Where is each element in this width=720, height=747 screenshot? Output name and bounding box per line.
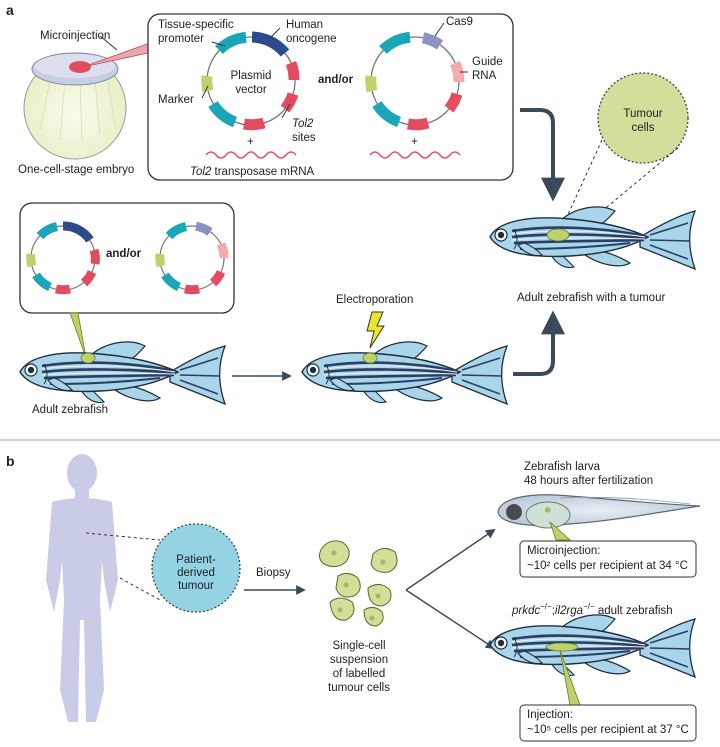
human-label: Human bbox=[286, 19, 324, 31]
lightning-icon bbox=[366, 311, 385, 349]
promoter-label: promoter bbox=[158, 33, 205, 45]
injection-box bbox=[519, 704, 697, 742]
genotype-label: prkdc−/−;il2rga−/− adult zebrafish bbox=[512, 602, 673, 617]
biopsy-label: Biopsy bbox=[256, 567, 291, 579]
one-cell-embryo bbox=[23, 52, 127, 160]
suspension-label: suspension bbox=[329, 654, 389, 666]
rna-label: RNA bbox=[472, 70, 497, 82]
tissue-specific-label: Tissue-specific bbox=[158, 19, 234, 31]
sites-label: sites bbox=[292, 132, 316, 144]
mrna-squiggle-2 bbox=[369, 151, 461, 159]
marker-label: Marker bbox=[158, 94, 194, 106]
tumour-label-b: tumour bbox=[178, 580, 214, 592]
microinjection-box bbox=[519, 540, 697, 578]
cas9-label: Cas9 bbox=[446, 16, 473, 28]
adult-zebrafish-label: Adult zebrafish bbox=[32, 404, 109, 416]
cells-label: cells bbox=[631, 122, 655, 134]
plasmid-label: Plasmid bbox=[230, 70, 272, 82]
human-silhouette bbox=[46, 454, 118, 722]
small-plasmid-1 bbox=[26, 221, 100, 295]
crispr-plasmid bbox=[365, 31, 465, 131]
plasmid-box bbox=[147, 13, 514, 181]
injection-title: Injection: bbox=[527, 709, 574, 721]
electroporation-label: Electroporation bbox=[336, 294, 414, 306]
single-cells bbox=[318, 540, 398, 627]
tumour-cells-magnified bbox=[597, 72, 689, 164]
tumour-cells-label: tumour cells bbox=[328, 682, 390, 694]
tol2-label: Tol2 bbox=[292, 118, 314, 130]
and-or-label-1: and/or bbox=[318, 74, 354, 86]
adult-zebrafish-tumour-label: Adult zebrafish with a tumour bbox=[517, 292, 666, 304]
electroporated-zebrafish bbox=[300, 340, 509, 406]
arrow-up-to-tumour bbox=[513, 310, 565, 376]
and-or-label-2: and/or bbox=[106, 248, 142, 260]
microinjection-title: Microinjection: bbox=[527, 545, 601, 557]
zebrafish-larva-label: Zebrafish larva bbox=[524, 461, 601, 473]
arrow-to-adult bbox=[405, 589, 496, 650]
hours-after-label: 48 hours after fertilization bbox=[524, 475, 654, 487]
plus-sign-2: + bbox=[411, 136, 418, 148]
injection-detail: ~10⁵ cells per recipient at 37 °C bbox=[527, 724, 689, 736]
panel-b-letter: b bbox=[6, 453, 15, 469]
tol2-mrna-squiggle bbox=[205, 151, 297, 159]
immunodeficient-zebrafish bbox=[488, 613, 697, 679]
panel-a-letter: a bbox=[6, 2, 14, 18]
one-cell-embryo-label: One-cell-stage embryo bbox=[18, 164, 135, 176]
tumour-label: Tumour bbox=[623, 108, 663, 120]
single-cell-nuclei bbox=[331, 550, 386, 621]
patient-tumour bbox=[151, 523, 241, 613]
microinjection-label: Microinjection bbox=[40, 30, 111, 42]
plus-sign-1: + bbox=[247, 136, 254, 148]
tol2-transposase-label: Tol2 transposase mRNA bbox=[190, 166, 315, 178]
arrow-to-larva bbox=[405, 528, 496, 591]
derived-label: derived bbox=[177, 567, 215, 579]
single-cell-label: Single-cell bbox=[332, 640, 386, 652]
zebrafish-with-tumour bbox=[488, 205, 697, 271]
zebrafish-larva bbox=[497, 494, 701, 529]
microinjection-detail: ~10² cells per recipient at 34 °C bbox=[527, 560, 688, 572]
small-plasmid-2 bbox=[155, 221, 229, 295]
vector-label: vector bbox=[235, 84, 267, 96]
plasmid-vector bbox=[201, 31, 300, 131]
adult-zebrafish bbox=[18, 340, 227, 406]
guide-label: Guide bbox=[472, 56, 503, 68]
patient-label: Patient- bbox=[176, 554, 216, 566]
arrow-to-tumour-fish bbox=[520, 108, 565, 202]
of-labelled-label: of labelled bbox=[332, 668, 386, 680]
oncogene-label: oncogene bbox=[286, 33, 337, 45]
